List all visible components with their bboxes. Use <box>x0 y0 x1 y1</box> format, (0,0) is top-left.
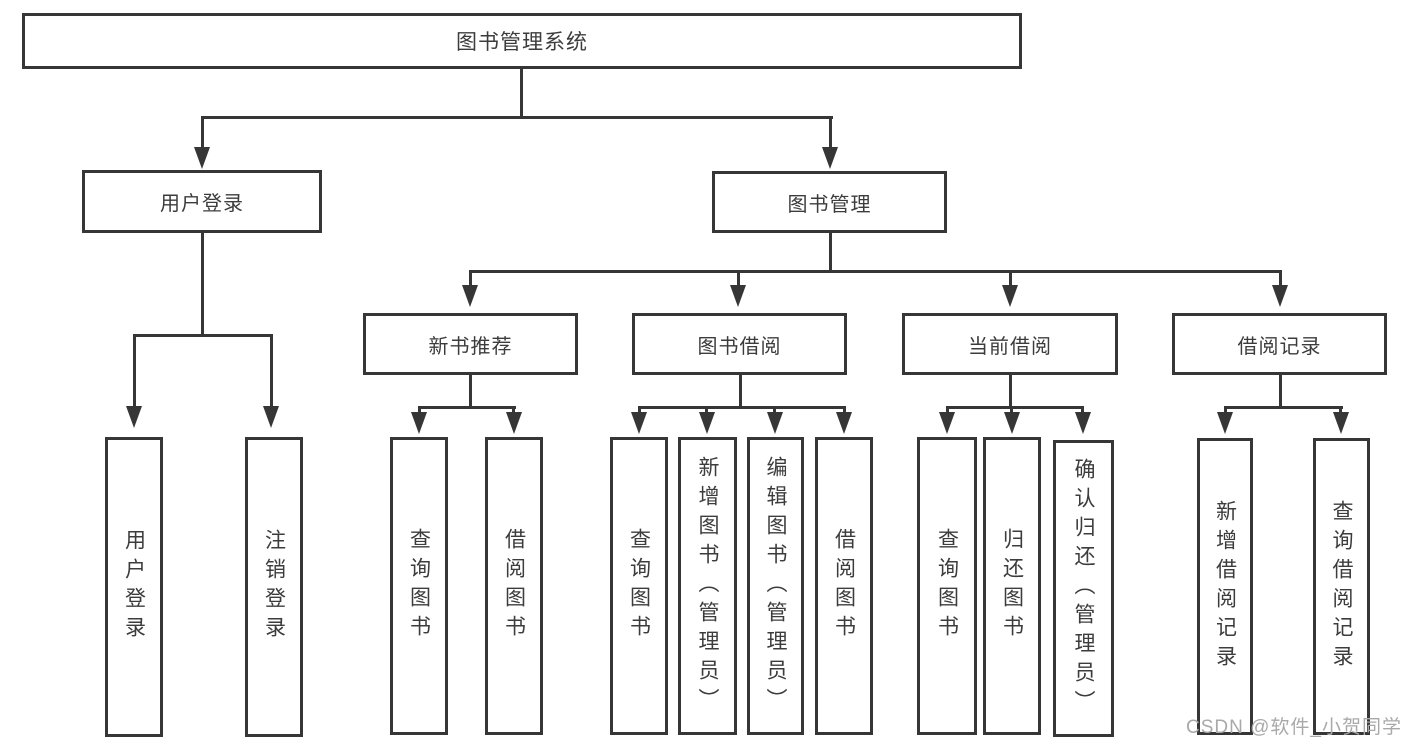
node-query-books-2-label: 查询图书 <box>627 528 651 644</box>
connector-line <box>946 406 1084 409</box>
node-borrowing-records-label: 借阅记录 <box>1237 335 1322 358</box>
arrow-down-icon <box>631 412 647 434</box>
connector-line <box>512 406 515 415</box>
node-query-books-1: 查询图书 <box>390 437 448 735</box>
connector-line <box>201 116 833 119</box>
watermark: CSDN @软件_小贺同学 <box>1186 717 1402 738</box>
node-new-book-recommend-label: 新书推荐 <box>428 335 513 358</box>
node-book-management-label: 图书管理 <box>787 193 872 216</box>
node-user-login: 用户登录 <box>82 170 322 233</box>
node-user-login-leaf: 用户登录 <box>105 437 163 737</box>
connector-line <box>1009 270 1012 287</box>
connector-line <box>737 270 740 287</box>
node-current-borrowing: 当前借阅 <box>902 313 1118 375</box>
connector-line <box>946 406 949 415</box>
connector-line <box>469 270 472 287</box>
connector-line <box>1279 375 1282 408</box>
node-book-borrowing-label: 图书借阅 <box>697 335 782 358</box>
node-query-books-2: 查询图书 <box>610 437 668 735</box>
node-edit-books-admin-label: 编辑图书（管理员） <box>764 455 787 717</box>
node-logout: 注销登录 <box>245 437 303 737</box>
node-user-login-leaf-label: 用户登录 <box>122 529 146 645</box>
connector-line <box>1339 406 1342 415</box>
connector-line <box>520 69 523 118</box>
node-book-borrowing: 图书借阅 <box>632 313 847 375</box>
connector-line <box>1224 406 1343 409</box>
node-confirm-return-admin-label: 确认归还（管理员） <box>1072 458 1095 719</box>
node-add-borrow-record-label: 新增借阅记录 <box>1213 499 1237 674</box>
arrow-down-icon <box>263 406 279 428</box>
node-query-books-3: 查询图书 <box>917 437 977 735</box>
node-query-books-1-label: 查询图书 <box>407 528 431 644</box>
node-borrow-books-1-label: 借阅图书 <box>502 528 526 644</box>
connector-line <box>829 233 832 273</box>
node-add-books-admin: 新增图书（管理员） <box>678 437 737 735</box>
connector-line <box>469 270 1282 273</box>
connector-line <box>201 233 204 336</box>
connector-line <box>1081 406 1084 415</box>
connector-line <box>418 406 421 415</box>
connector-line <box>843 406 846 415</box>
node-edit-books-admin: 编辑图书（管理员） <box>747 437 804 735</box>
connector-line <box>739 375 742 408</box>
node-borrowing-records: 借阅记录 <box>1172 313 1387 375</box>
arrow-down-icon <box>411 412 427 434</box>
node-new-book-recommend: 新书推荐 <box>363 313 578 375</box>
connector-line <box>1009 375 1012 408</box>
node-borrow-books-1: 借阅图书 <box>485 437 543 735</box>
arrow-down-icon <box>1002 285 1018 307</box>
node-return-books: 归还图书 <box>983 437 1041 735</box>
connector-line <box>1279 270 1282 287</box>
node-user-login-label: 用户登录 <box>160 193 244 215</box>
node-book-management: 图书管理 <box>712 171 947 233</box>
arrow-down-icon <box>1075 412 1091 434</box>
connector-line <box>773 406 776 415</box>
arrow-down-icon <box>836 412 852 434</box>
connector-line <box>638 406 846 409</box>
connector-line <box>705 406 708 415</box>
connector-line <box>201 116 204 149</box>
arrow-down-icon <box>506 412 522 434</box>
arrow-down-icon <box>767 412 783 434</box>
node-borrow-books-2: 借阅图书 <box>815 437 873 735</box>
connector-line <box>469 375 472 408</box>
node-root: 图书管理系统 <box>22 13 1022 69</box>
arrow-down-icon <box>126 406 142 428</box>
arrow-down-icon <box>822 147 838 169</box>
connector-line <box>133 334 136 408</box>
arrow-down-icon <box>462 285 478 307</box>
connector-line <box>1224 406 1227 415</box>
node-logout-label: 注销登录 <box>262 529 286 645</box>
arrow-down-icon <box>194 147 210 169</box>
connector-line <box>829 116 832 149</box>
node-add-books-admin-label: 新增图书（管理员） <box>696 455 719 717</box>
node-return-books-label: 归还图书 <box>1000 528 1024 644</box>
node-borrow-books-2-label: 借阅图书 <box>832 528 856 644</box>
node-add-borrow-record: 新增借阅记录 <box>1197 438 1253 735</box>
node-query-borrow-record-label: 查询借阅记录 <box>1330 499 1353 674</box>
connector-line <box>638 406 641 415</box>
node-current-borrowing-label: 当前借阅 <box>968 335 1052 358</box>
connector-line <box>133 334 273 337</box>
arrow-down-icon <box>939 412 955 434</box>
connector-line <box>418 406 516 409</box>
arrow-down-icon <box>1004 412 1020 434</box>
arrow-down-icon <box>1217 412 1233 434</box>
connector-line <box>270 334 273 408</box>
arrow-down-icon <box>730 285 746 307</box>
node-confirm-return-admin: 确认归还（管理员） <box>1053 440 1114 737</box>
arrow-down-icon <box>1272 285 1288 307</box>
node-query-borrow-record: 查询借阅记录 <box>1313 438 1370 735</box>
connector-line <box>1010 406 1013 415</box>
arrow-down-icon <box>699 412 715 434</box>
node-query-books-3-label: 查询图书 <box>935 528 959 644</box>
node-root-label: 图书管理系统 <box>456 31 588 54</box>
arrow-down-icon <box>1333 412 1349 434</box>
